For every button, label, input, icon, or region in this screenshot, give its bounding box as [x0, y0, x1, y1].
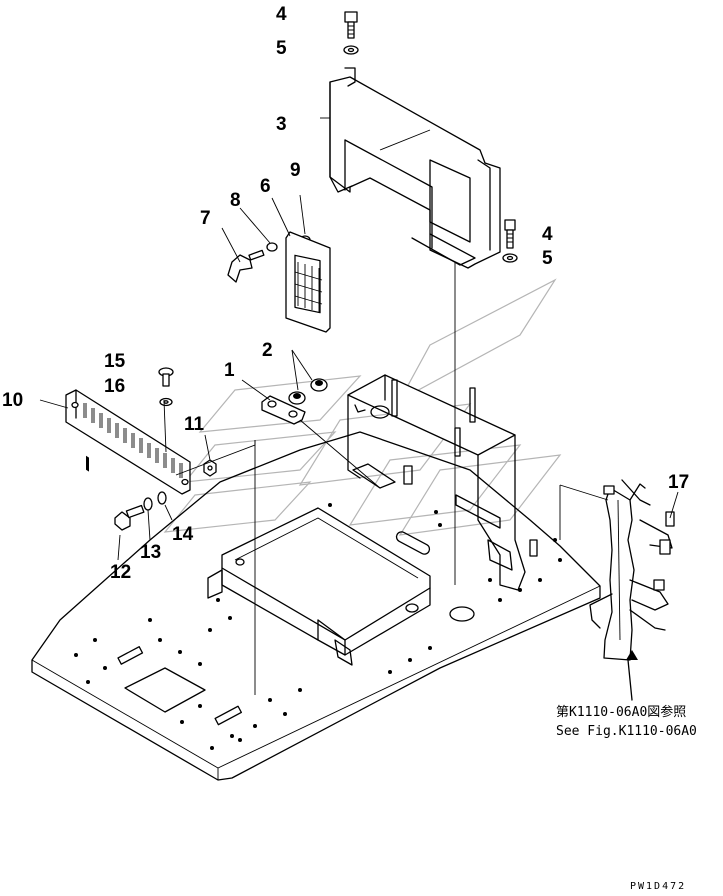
reference-note-english: See Fig.K1110-06A0: [556, 724, 697, 739]
callout-4-top: 4: [276, 4, 287, 25]
control-stand-frame: [347, 374, 538, 591]
reference-note-japanese: 第K1110-06A0図参照: [556, 704, 686, 720]
watermark-logo: [163, 278, 562, 536]
washer-part-13: [143, 497, 153, 511]
seat-stand: [207, 507, 431, 666]
floor-plate: [31, 431, 601, 781]
callout-8: 8: [230, 190, 241, 211]
cover-part-6: [285, 231, 331, 333]
callout-1: 1: [224, 360, 235, 381]
washer-part-8: [266, 242, 278, 252]
callout-12: 12: [110, 562, 131, 583]
washer-part-5-top: [343, 45, 359, 55]
washer-part-14: [157, 491, 167, 505]
callout-10: 10: [2, 390, 23, 411]
screw-part-15: [158, 367, 174, 387]
cover-part-10: [65, 389, 191, 495]
cover-part-3: [329, 67, 501, 269]
callout-labels: 4 5 3 9 6 8 7 4 5 2 1 15 16 10 11 17 12 …: [2, 4, 689, 583]
callout-13: 13: [140, 542, 161, 563]
bolt-part-4-right: [504, 219, 516, 249]
callout-14: 14: [172, 524, 194, 545]
wiring-harness-part-17: [589, 479, 675, 661]
callout-4-right: 4: [542, 224, 553, 245]
cap-part-2: [288, 378, 328, 405]
callout-11: 11: [184, 414, 205, 435]
callout-7: 7: [200, 208, 211, 229]
plate-part-1: [261, 395, 306, 425]
washer-part-16: [159, 397, 173, 407]
bolt-part-4-top: [344, 11, 358, 39]
callout-6: 6: [260, 176, 271, 197]
callout-15: 15: [104, 351, 126, 372]
callout-3: 3: [276, 114, 287, 135]
callout-9: 9: [290, 160, 301, 181]
callout-5-top: 5: [276, 38, 287, 59]
washer-part-5-right: [502, 253, 518, 263]
callout-2: 2: [262, 340, 273, 361]
drawing-code: PW1D472: [630, 881, 686, 892]
leader-lines: [39, 117, 679, 701]
bolt-part-12: [114, 504, 145, 531]
wing-bolt-part-7: [227, 249, 265, 283]
callout-17: 17: [668, 472, 689, 493]
callout-16: 16: [104, 376, 125, 397]
reference-note: 第K1110-06A0図参照 See Fig.K1110-06A0: [556, 704, 697, 739]
callout-5-right: 5: [542, 248, 553, 269]
